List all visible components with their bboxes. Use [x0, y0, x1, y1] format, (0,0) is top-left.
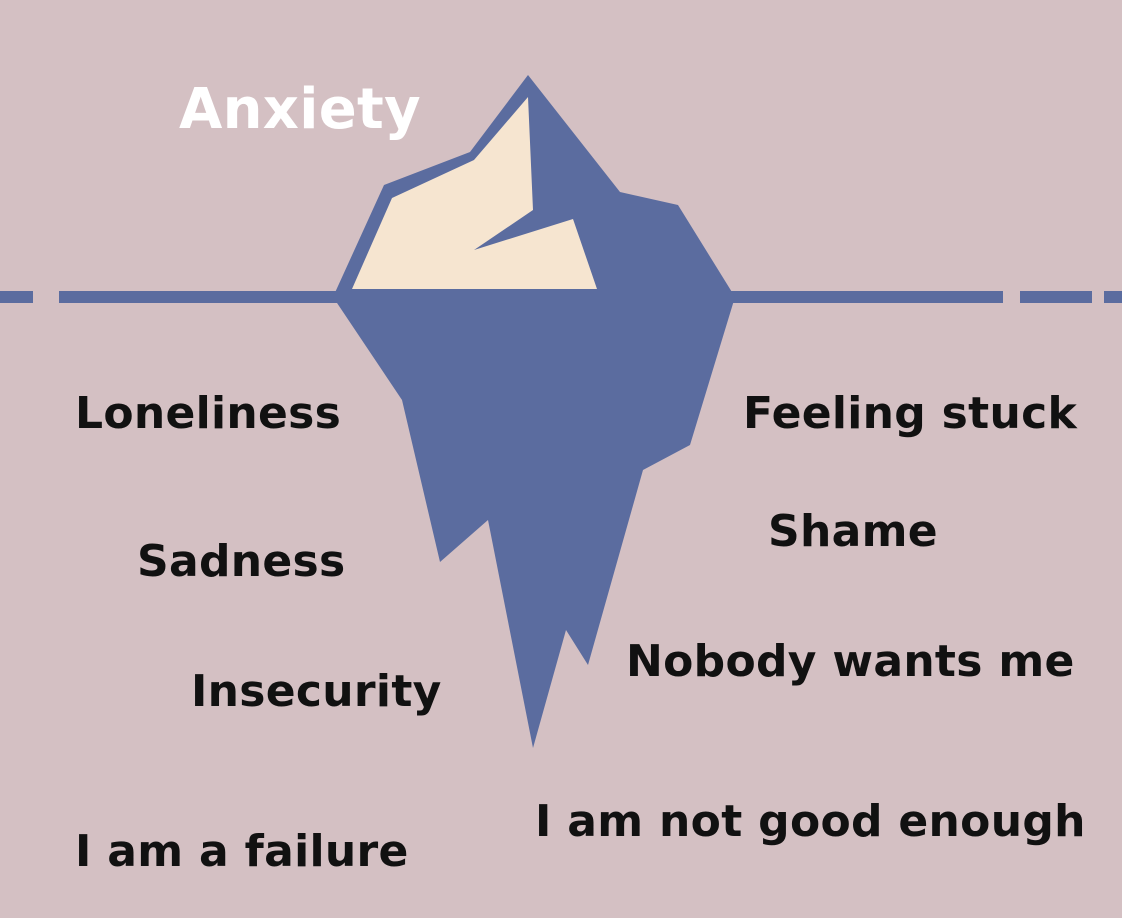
- hidden-label-loneliness: Loneliness: [75, 388, 342, 439]
- hidden-label-feeling-stuck: Feeling stuck: [743, 388, 1078, 439]
- hidden-label-sadness: Sadness: [137, 536, 346, 587]
- hidden-label-nobody-wants-me: Nobody wants me: [626, 636, 1075, 687]
- hidden-label-failure: I am a failure: [75, 826, 409, 877]
- hidden-label-shame: Shame: [768, 506, 938, 557]
- hidden-label-not-good-enough: I am not good enough: [535, 796, 1086, 847]
- tip-label: Anxiety: [179, 77, 421, 142]
- iceberg-tip: [352, 97, 597, 289]
- water-line: [0, 291, 1122, 303]
- hidden-label-insecurity: Insecurity: [191, 666, 442, 717]
